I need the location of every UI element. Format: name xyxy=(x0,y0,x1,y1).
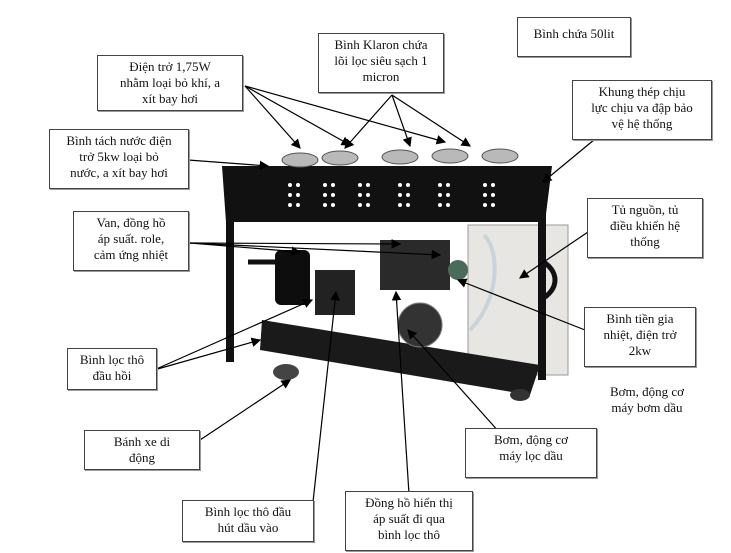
klaron-canisters xyxy=(281,148,519,168)
coarse-filter xyxy=(275,250,310,305)
label-preheat: Bình tiền gia nhiệt, điện trở 2kw xyxy=(584,307,696,367)
label-gauge: Đồng hồ hiển thị áp suất đi qua bình lọc… xyxy=(345,491,473,551)
label-cabinet: Tủ nguồn, tủ điều khiển hệ thống xyxy=(587,198,703,258)
label-separator: Bình tách nước điện trở 5kw loại bỏ nước… xyxy=(49,129,189,189)
label-resistor: Điện trở 1,75W nhằm loại bỏ khí, a xít b… xyxy=(97,55,243,111)
label-klaron: Bình Klaron chứa lõi lọc siêu sạch 1 mic… xyxy=(318,33,444,93)
label-wheel: Bánh xe di động xyxy=(84,430,200,470)
label-coarse-inlet: Bình lọc thô đầu hút dầu vào xyxy=(182,500,314,542)
vent-holes xyxy=(288,183,495,207)
control-cabinet xyxy=(467,224,569,376)
top-frame xyxy=(222,166,552,222)
label-frame: Khung thép chịu lực chịu va đập bảo vệ h… xyxy=(572,80,712,140)
label-oil-pump: Bơm, động cơ máy bơm dầu xyxy=(609,384,685,415)
label-valve: Van, đồng hồ áp suất. role, cảm ứng nhiệ… xyxy=(73,211,189,271)
label-coarse-return: Bình lọc thô đầu hồi xyxy=(67,348,157,390)
label-tank: Bình chứa 50lit xyxy=(517,17,631,57)
caster-wheel xyxy=(273,364,299,380)
label-filter-pump: Bơm, động cơ máy lọc dầu xyxy=(465,428,597,478)
